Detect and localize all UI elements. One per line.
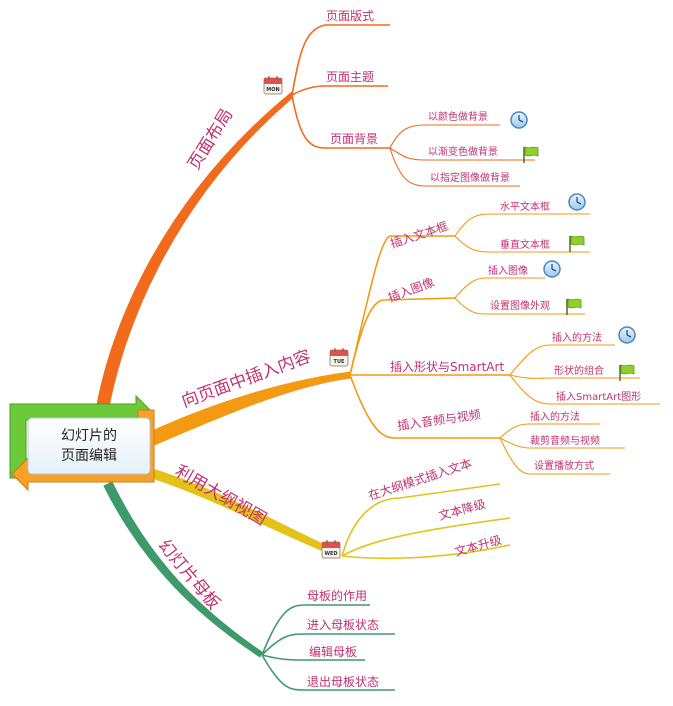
subtopic-label[interactable]: 文本降级: [437, 496, 487, 523]
leaf-line: [454, 235, 590, 253]
subtopic-line: [349, 235, 455, 376]
subtopic-line: [291, 94, 390, 149]
subtopic-line: [341, 544, 511, 560]
subtopic-line: [341, 483, 501, 557]
flag-icon: [523, 146, 539, 163]
subtopic-line: [261, 654, 365, 661]
subtopic-label[interactable]: 插入音频与视频: [396, 406, 481, 433]
leaf-label[interactable]: 设置图像外观: [490, 300, 550, 312]
subtopic-label[interactable]: 编辑母板: [309, 644, 357, 659]
subtopic-label[interactable]: 插入图像: [386, 275, 436, 305]
central-topic-shape: [9, 394, 155, 492]
leaf-line: [389, 124, 500, 149]
leaf-line: [509, 374, 660, 405]
leaf-line: [389, 147, 520, 187]
subtopic-line: [291, 24, 390, 96]
calendar-icon: WED: [321, 540, 341, 559]
branch-trunk: [149, 371, 351, 447]
central-topic[interactable]: 幻灯片的 页面编辑: [30, 419, 148, 473]
subtopic-line: [349, 374, 500, 439]
subtopic-label[interactable]: 插入文本框: [388, 218, 450, 251]
leaf-line: [389, 147, 535, 161]
clock-icon: [510, 111, 528, 129]
leaf-label[interactable]: 以颜色做背景: [428, 110, 488, 123]
leaf-label[interactable]: 插入SmartArt图形: [556, 390, 641, 403]
subtopic-line: [291, 85, 388, 96]
leaf-label[interactable]: 以渐变色做背景: [428, 145, 498, 158]
calendar-icon: MON: [263, 76, 283, 95]
branch-trunk: [103, 481, 263, 658]
clock-icon: [618, 326, 636, 344]
central-topic-box: [27, 417, 151, 475]
subtopic-line: [261, 654, 395, 691]
flag-icon: [566, 298, 582, 315]
subtopic-line: [341, 517, 511, 557]
leaf-line: [454, 213, 590, 237]
branch-trunk: [149, 467, 341, 559]
branch-lines: [95, 24, 660, 691]
leaf-label[interactable]: 设置播放方式: [534, 459, 594, 472]
leaf-label[interactable]: 插入图像: [488, 264, 528, 277]
leaf-label[interactable]: 裁剪音频与视频: [530, 434, 600, 447]
leaf-label[interactable]: 垂直文本框: [500, 238, 550, 251]
flag-icon: [619, 364, 635, 381]
leaf-line: [509, 344, 615, 376]
subtopic-label[interactable]: 退出母板状态: [307, 675, 379, 689]
leaf-label[interactable]: 插入的方法: [552, 331, 602, 344]
leaf-label[interactable]: 形状的组合: [554, 364, 604, 377]
flag-icon: [569, 235, 585, 252]
leaf-line: [509, 374, 640, 379]
main-topic-label[interactable]: 利用大纲视图: [171, 462, 269, 530]
leaf-label[interactable]: 插入的方法: [530, 410, 580, 423]
subtopic-line: [261, 633, 395, 656]
subtopic-label[interactable]: 页面版式: [326, 9, 374, 23]
leaf-line: [499, 437, 625, 449]
subtopic-label[interactable]: 母板的作用: [307, 588, 367, 603]
subtopic-label[interactable]: 页面背景: [330, 132, 378, 146]
clock-icon: [568, 193, 586, 211]
calendar-tag-text: MON: [266, 87, 279, 93]
clock-icon: [543, 260, 561, 278]
subtopic-line: [261, 604, 370, 656]
subtopic-label[interactable]: 页面主题: [326, 70, 374, 84]
subtopic-label[interactable]: 文本升级: [453, 532, 503, 559]
leaf-line: [499, 437, 610, 475]
subtopic-line: [349, 297, 456, 376]
main-topic-label[interactable]: 页面布局: [184, 105, 237, 173]
calendar-tag-text: WED: [324, 551, 337, 557]
leaf-line: [454, 277, 545, 299]
leaf-line: [454, 297, 585, 315]
subtopic-label[interactable]: 进入母板状态: [307, 618, 379, 632]
leaf-label[interactable]: 以指定图像做背景: [430, 171, 510, 184]
leaf-line: [499, 423, 600, 439]
calendar-tag-text: TUE: [334, 359, 345, 365]
calendar-icon: TUE: [329, 348, 349, 367]
leaf-label[interactable]: 水平文本框: [500, 200, 550, 213]
central-topic-line1: 幻灯片的: [61, 428, 117, 444]
subtopic-label[interactable]: 插入形状与SmartArt: [390, 360, 504, 374]
central-topic-line2: 页面编辑: [61, 448, 117, 464]
